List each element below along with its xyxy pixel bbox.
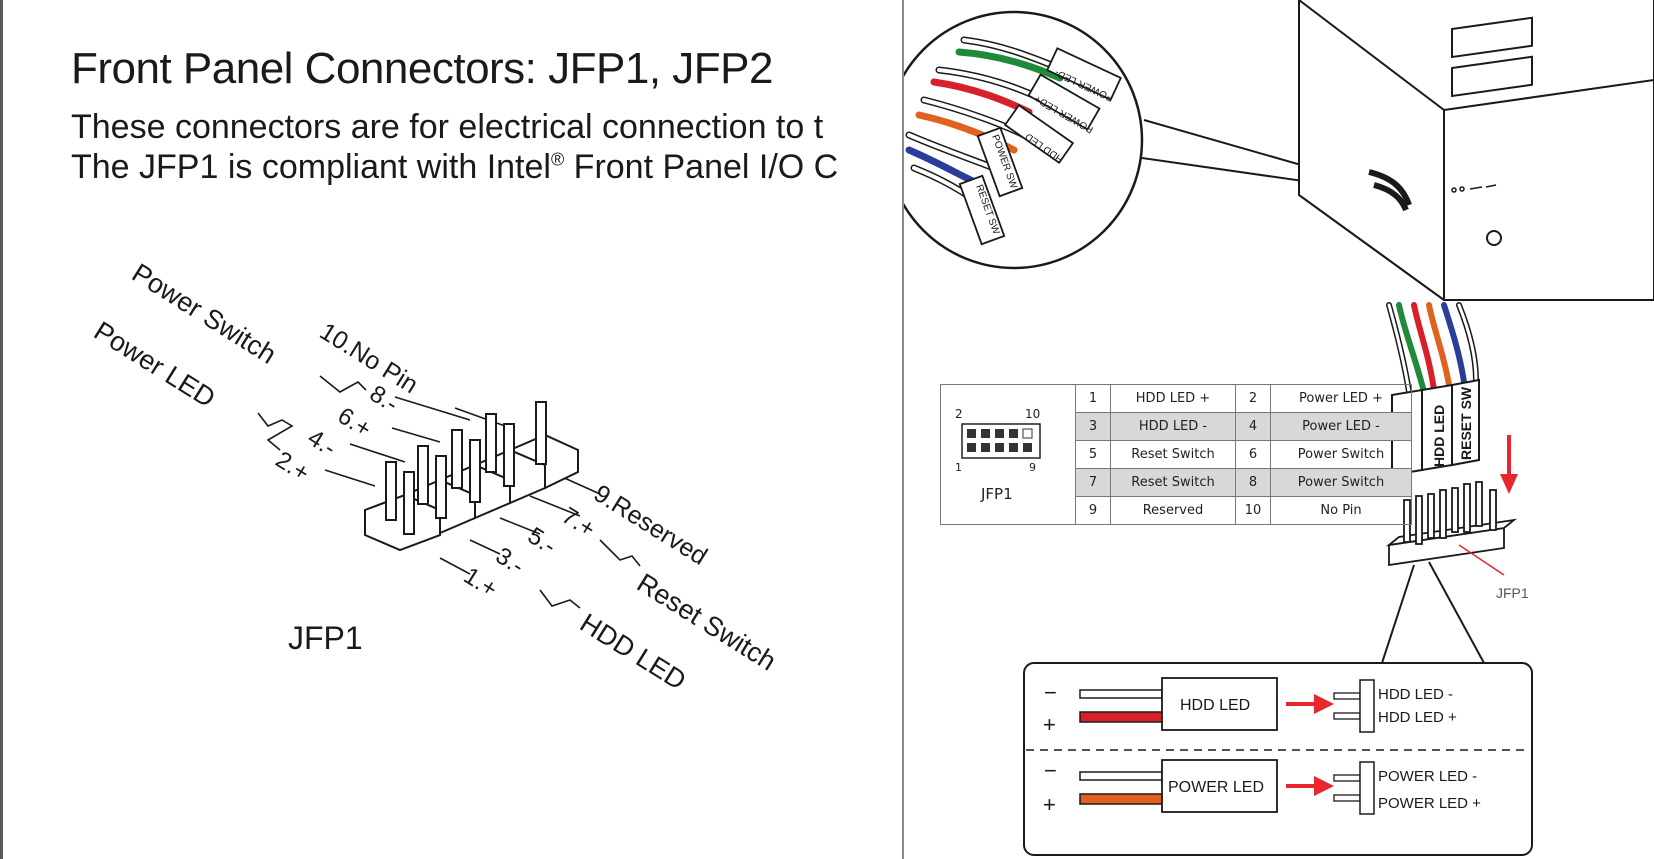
bracket-power-switch [319, 375, 367, 393]
power-plus-sign: + [1043, 792, 1056, 817]
closeup-reset-sw: RESET SW [1458, 386, 1474, 460]
closeup-jfp1-label: JFP1 [1496, 585, 1529, 601]
power-led-minus-label: POWER LED - [1378, 768, 1477, 785]
leader-pin4 [349, 443, 406, 463]
table-cell-signal: Power LED - [1270, 412, 1412, 441]
description-text-2b: Front Panel I/O C [564, 148, 839, 186]
table-cell-num: 2 [1235, 384, 1271, 413]
right-illustration: POWER LED- POWER LED+ HDD LED POWER SW R… [904, 0, 1654, 856]
label-power-led: Power LED [89, 316, 221, 414]
jfp1-pin-diagram: Power Switch Power LED 10.No Pin 8.- 6.+… [89, 258, 782, 696]
table-row: 9 Reserved 10 No Pin [941, 496, 1412, 525]
label-pin5: 5.- [523, 522, 561, 560]
jfp1-pin-table: 2 10 1 9 JFP1 1 HDD LED + [940, 384, 1412, 525]
bracket-reset-switch [599, 539, 641, 567]
table-cell-num: 1 [1075, 384, 1111, 413]
leader-pin8 [394, 396, 471, 421]
page-heading: Front Panel Connectors: JFP1, JFP2 [71, 44, 773, 93]
table-cell-signal: No Pin [1270, 496, 1412, 525]
header-num-2: 2 [955, 407, 963, 421]
label-pin4: 4.- [303, 424, 341, 462]
description-text-1: These connectors are for electrical conn… [71, 108, 824, 146]
callout-circle: POWER LED- POWER LED+ HDD LED POWER SW R… [904, 10, 1367, 270]
power-led-box-label: POWER LED [1168, 779, 1264, 796]
table-cell-signal: Reset Switch [1110, 468, 1236, 497]
hdd-led-plus-label: HDD LED + [1378, 709, 1457, 726]
table-header-diagram: 2 10 1 9 JFP1 [940, 384, 1076, 525]
table-cell-num: 4 [1235, 412, 1271, 441]
left-page: Front Panel Connectors: JFP1, JFP2 These… [0, 0, 839, 859]
power-minus-sign: − [1044, 758, 1057, 783]
table-cell-num: 7 [1075, 468, 1111, 497]
description-line-2: The JFP1 is compliant with Intel® Front … [71, 148, 838, 187]
label-hdd-led: HDD LED [575, 608, 691, 696]
table-cell-signal: Power Switch [1270, 440, 1412, 469]
leader-pin7 [529, 495, 581, 517]
footer-num-9: 9 [1029, 461, 1036, 474]
label-pin3: 3.- [491, 542, 529, 580]
table-cell-num: 6 [1235, 440, 1271, 469]
leader-pin5 [499, 517, 541, 535]
leader-pin6 [391, 427, 441, 443]
jfp1-diagram-label: JFP1 [288, 620, 363, 656]
table-jfp1-label: JFP1 [981, 485, 1013, 503]
table-cell-signal: HDD LED + [1110, 384, 1236, 413]
hdd-plus-sign: + [1043, 712, 1056, 737]
table-cell-signal: HDD LED - [1110, 412, 1236, 441]
table-cell-num: 9 [1075, 496, 1111, 525]
hdd-led-box-label: HDD LED [1180, 697, 1250, 714]
leader-pin2 [324, 469, 376, 487]
table-row: 7 Reset Switch 8 Power Switch [941, 468, 1412, 497]
hdd-led-minus-label: HDD LED - [1378, 686, 1453, 703]
power-led-plus-label: POWER LED + [1378, 795, 1481, 812]
label-pin1: 1.+ [459, 562, 502, 603]
bracket-power-led [257, 412, 294, 451]
table-cell-num: 10 [1235, 496, 1271, 525]
description-text-2a: The JFP1 is compliant with Intel [71, 148, 551, 186]
label-pin10: 10.No Pin [315, 317, 423, 399]
table-cell-signal: Power LED + [1270, 384, 1412, 413]
table-cell-signal: Reserved [1110, 496, 1236, 525]
label-pin2: 2.+ [271, 446, 314, 487]
table-cell-signal: Reset Switch [1110, 440, 1236, 469]
table-row: 3 HDD LED - 4 Power LED - [941, 412, 1412, 441]
table-cell-num: 8 [1235, 468, 1271, 497]
header-num-10: 10 [1025, 407, 1041, 421]
header-pin-grid [961, 423, 1041, 459]
computer-case [1298, 0, 1654, 301]
leader-pin1 [439, 557, 471, 575]
hdd-minus-sign: − [1044, 680, 1057, 705]
label-pin9: 9.Reserved [589, 479, 712, 571]
footer-num-1: 1 [955, 461, 962, 474]
label-pin7: 7.+ [557, 502, 600, 543]
polarity-box: − + HDD LED HDD LED - HDD LED + − + POWE… [1023, 662, 1533, 856]
registered-mark: ® [550, 149, 565, 170]
bracket-hdd-led [539, 589, 581, 609]
description-line-1: These connectors are for electrical conn… [71, 108, 823, 147]
table-cell-num: 3 [1075, 412, 1111, 441]
leader-pin9 [559, 475, 601, 495]
pins [385, 401, 547, 535]
table-row: 5 Reset Switch 6 Power Switch [941, 440, 1412, 469]
table-cell-num: 5 [1075, 440, 1111, 469]
closeup-hdd-led: HDD LED [1431, 405, 1447, 467]
leader-pin3 [469, 539, 501, 555]
table-cell-signal: Power Switch [1270, 468, 1412, 497]
